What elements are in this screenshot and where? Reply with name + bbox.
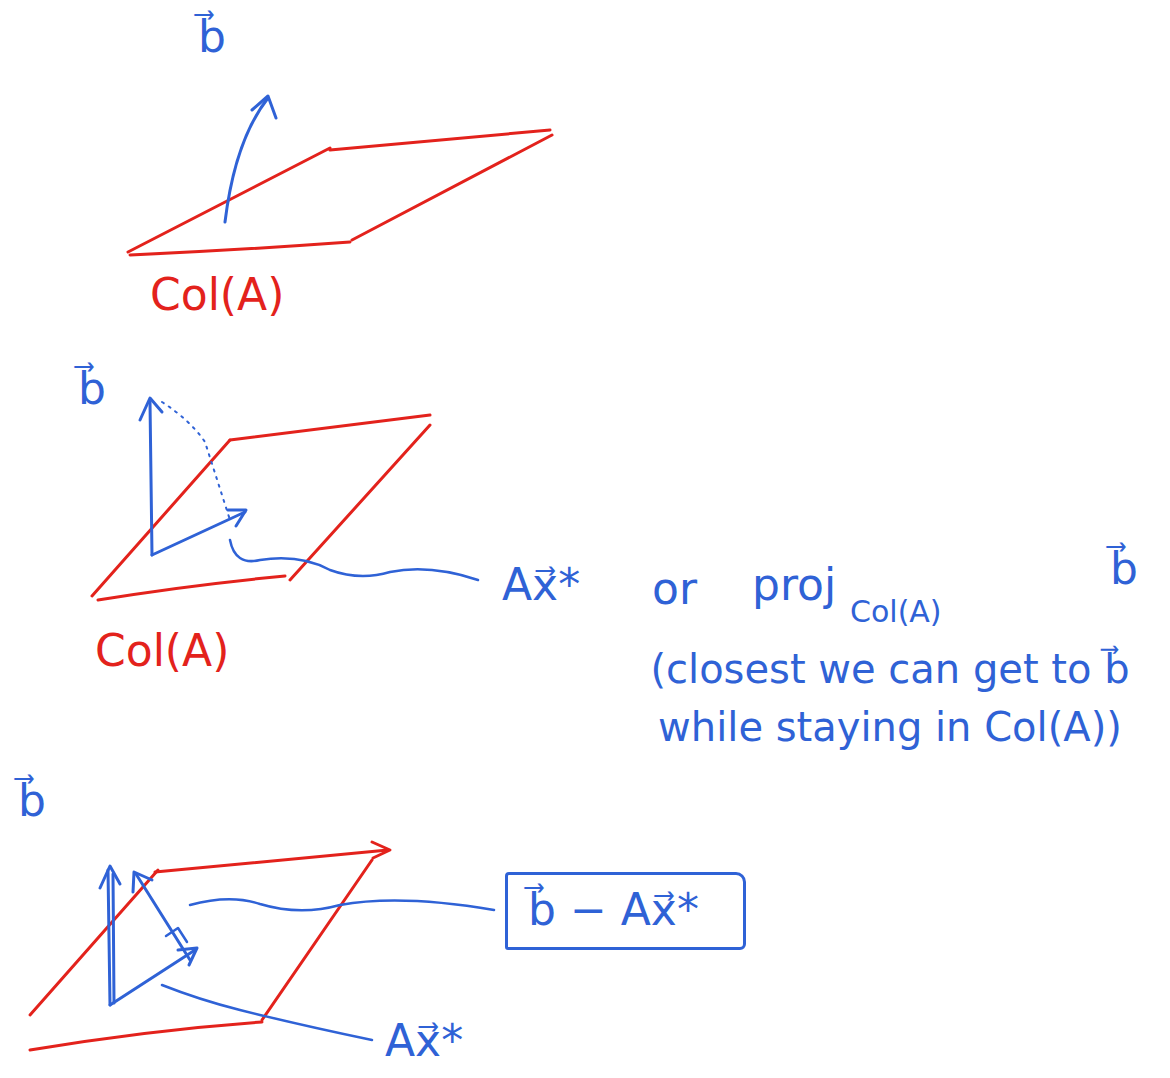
subscript-label: Col(A): [850, 592, 942, 631]
right-angle-mark: [166, 928, 187, 942]
projection-dotted-line: [162, 402, 230, 520]
vector-label: b⃗ − Ax⃗*: [528, 881, 699, 938]
note-text: proj: [752, 556, 836, 613]
column-space-plane: [30, 842, 390, 1050]
column-space-plane: [92, 415, 430, 600]
boxed-label: b⃗ − Ax⃗*: [505, 872, 746, 950]
leader-line: [230, 540, 478, 580]
subspace-label: Col(A): [95, 622, 229, 679]
vector-label: Ax⃗*: [385, 1012, 463, 1069]
vector-b: [100, 866, 120, 1005]
vector-b: [225, 96, 276, 222]
subspace-label: Col(A): [150, 266, 284, 323]
column-space-plane: [128, 130, 552, 255]
vector-label: b⃗: [1110, 540, 1138, 597]
leader-line: [190, 899, 494, 910]
vector-label: b⃗: [18, 772, 46, 829]
note-text: (closest we can get to b⃗ while staying …: [630, 640, 1150, 756]
vector-label: b⃗: [78, 360, 106, 417]
vector-ax: [110, 948, 197, 1005]
vector-label: b⃗: [198, 8, 226, 65]
vector-residual: [133, 872, 190, 960]
leader-line: [162, 985, 372, 1040]
note-text: or: [652, 560, 697, 617]
vector-label: Ax⃗*: [502, 556, 580, 613]
vector-b: [140, 398, 162, 555]
